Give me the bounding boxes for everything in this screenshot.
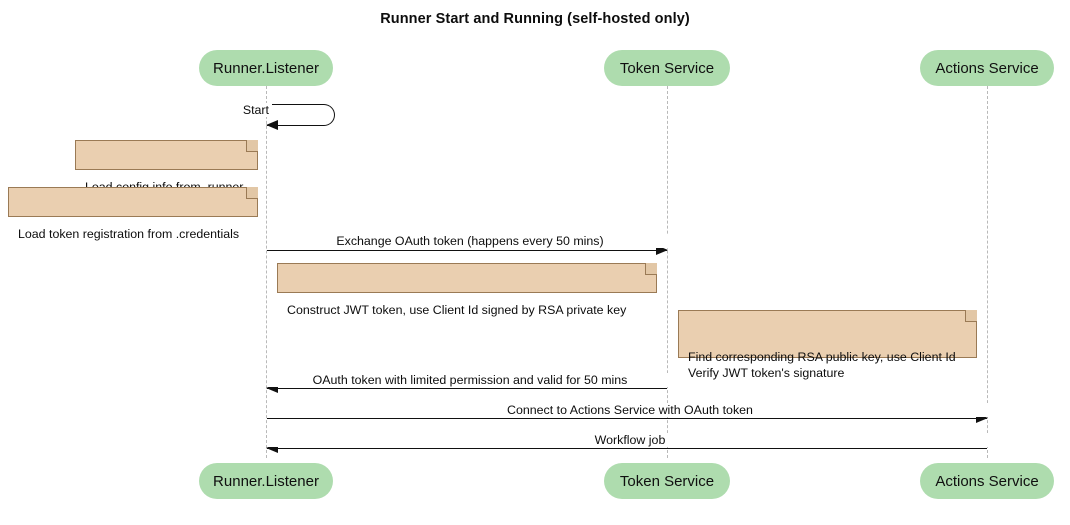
participant-runner-top[interactable]: Runner.Listener [199, 50, 333, 86]
lifeline-actions [987, 86, 988, 458]
message-start-arrowhead [266, 120, 278, 130]
message-workflow-job-arrowhead [266, 442, 278, 453]
note-fold-corner-icon [965, 310, 977, 322]
note-text: Load token registration from .credential… [18, 227, 240, 241]
participant-label: Token Service [619, 472, 715, 490]
message-start-label: Start [222, 103, 272, 117]
participant-label: Runner.Listener [213, 472, 319, 490]
message-workflow-job-line [267, 448, 987, 449]
participant-runner-bottom[interactable]: Runner.Listener [199, 463, 333, 499]
message-connect-actions-service-label: Connect to Actions Service with OAuth to… [267, 403, 993, 417]
message-oauth-token-reply-line [267, 388, 667, 389]
note-fold-corner-icon [645, 263, 657, 275]
note-fold-corner-icon [246, 140, 258, 152]
participant-label: Token Service [619, 59, 715, 77]
participant-actions-top[interactable]: Actions Service [920, 50, 1054, 86]
note-fold-corner-icon [246, 187, 258, 199]
lifeline-runner [266, 86, 267, 458]
participant-token-bottom[interactable]: Token Service [604, 463, 730, 499]
note-construct-jwt: Construct JWT token, use Client Id signe… [277, 263, 657, 317]
message-workflow-job-label: Workflow job [267, 433, 993, 447]
message-oauth-token-reply-label: OAuth token with limited permission and … [267, 373, 673, 387]
message-exchange-oauth-token-arrowhead [656, 244, 668, 255]
note-load-token-registration: Load token registration from .credential… [8, 187, 258, 241]
participant-label: Runner.Listener [213, 59, 319, 77]
participant-label: Actions Service [935, 472, 1039, 490]
note-load-config: Load config info from .runner [75, 140, 258, 194]
note-verify-jwt: Find corresponding RSA public key, use C… [678, 310, 977, 380]
note-text: Construct JWT token, use Client Id signe… [287, 303, 627, 317]
message-exchange-oauth-token-label: Exchange OAuth token (happens every 50 m… [267, 234, 673, 248]
message-exchange-oauth-token-line [267, 250, 667, 251]
lifeline-token [667, 86, 668, 458]
participant-label: Actions Service [935, 59, 1039, 77]
participant-token-top[interactable]: Token Service [604, 50, 730, 86]
note-text: Find corresponding RSA public key, use C… [688, 350, 956, 380]
message-connect-actions-service-line [267, 418, 987, 419]
message-connect-actions-service-arrowhead [976, 412, 988, 423]
message-start-self-loop [267, 104, 335, 126]
participant-actions-bottom[interactable]: Actions Service [920, 463, 1054, 499]
diagram-title: Runner Start and Running (self-hosted on… [380, 11, 690, 27]
message-oauth-token-reply-arrowhead [266, 382, 278, 393]
